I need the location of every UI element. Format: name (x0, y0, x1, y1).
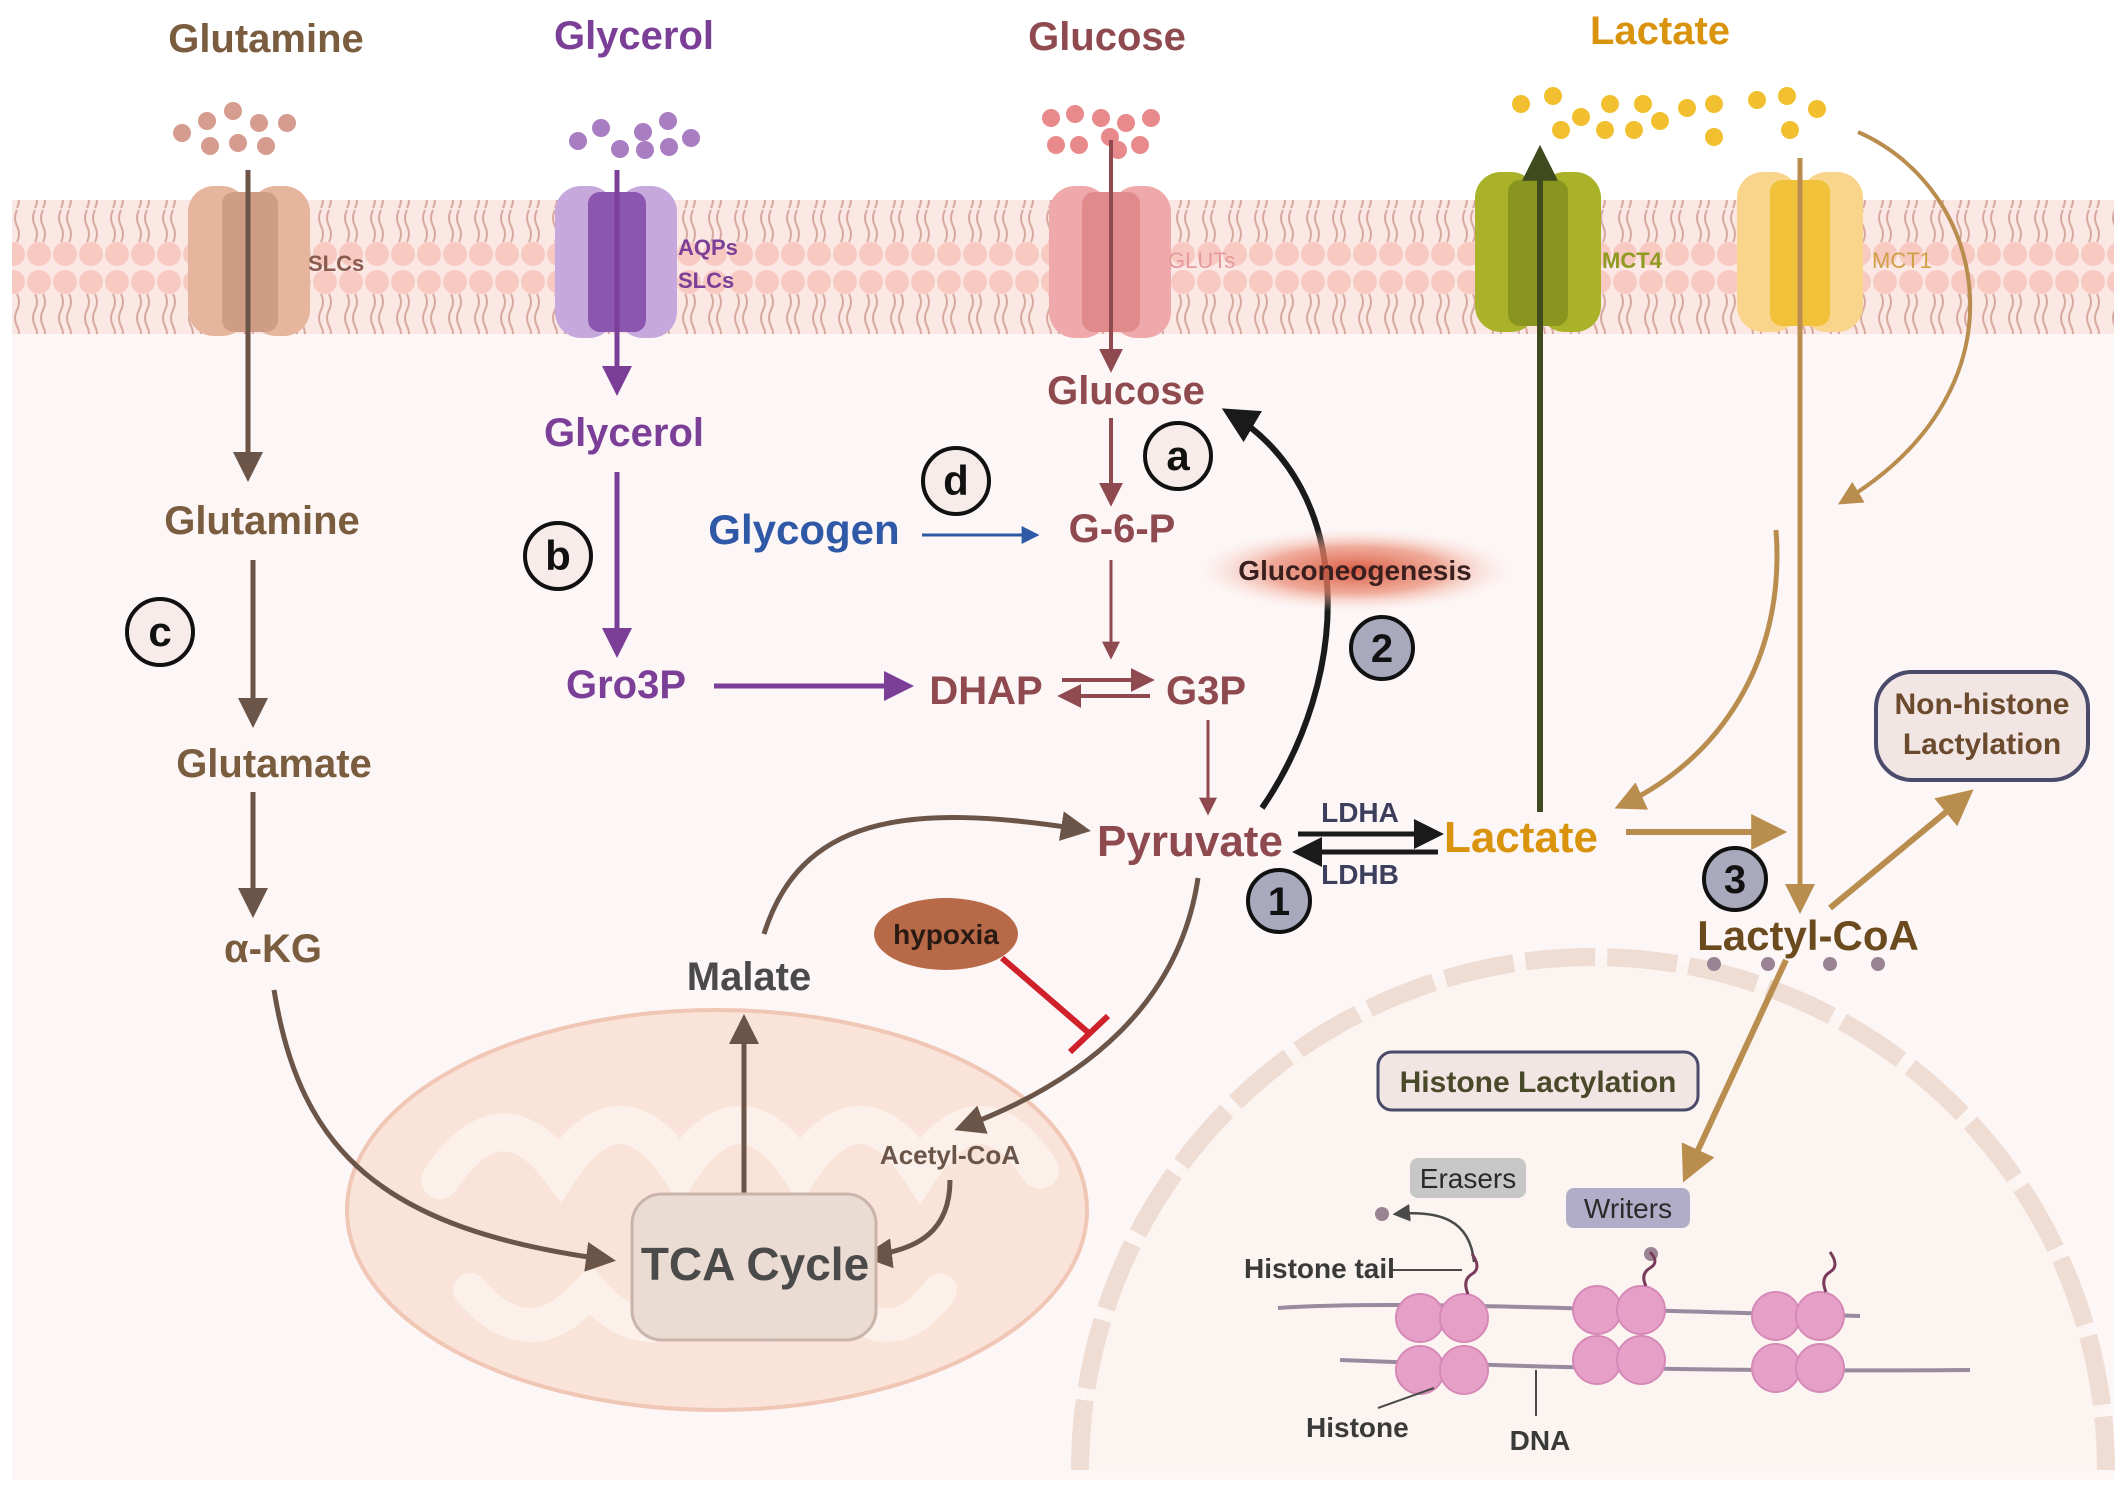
label-pyruvate: Pyruvate (1097, 817, 1283, 866)
hypoxia-inhibition (1000, 955, 1111, 1055)
marker-b: b (523, 521, 593, 591)
hypoxia-badge: hypoxia (874, 898, 1018, 970)
writers-tag: Writers (1566, 1188, 1690, 1228)
top-label-glucose: Glucose (1028, 15, 1186, 59)
mct1-label: MCT1 (1872, 248, 1932, 273)
label-acetyl-coa: Acetyl-CoA (880, 1140, 1020, 1170)
mct4-label: MCT4 (1602, 248, 1663, 273)
label-akg: α-KG (224, 927, 322, 971)
label-non-histone-line2: Lactylation (1903, 728, 2061, 761)
step-2-badge: 2 (1349, 615, 1415, 681)
svg-text:a: a (1166, 432, 1190, 479)
label-ldha: LDHA (1321, 797, 1399, 828)
step-1-badge: 1 (1246, 868, 1312, 934)
svg-text:b: b (545, 532, 571, 579)
arrow-akg-tca (271, 989, 616, 1272)
erasers-tag: Erasers (1410, 1158, 1526, 1198)
glucose-molecules (1042, 105, 1160, 159)
arrow-pyruvate-lactate-equilibrium (1292, 819, 1444, 867)
label-histone-tail: Histone tail (1244, 1253, 1395, 1284)
marker-d: d (921, 446, 991, 516)
tca-cycle-box: TCA Cycle (630, 1192, 878, 1342)
label-g6p: G-6-P (1069, 507, 1176, 551)
svg-text:c: c (148, 608, 171, 655)
aqps-slcs-label: SLCs (678, 268, 734, 293)
aqps-label: AQPs (678, 235, 738, 260)
nucleosome (1751, 1291, 1845, 1393)
histone-tail (1822, 1251, 1837, 1293)
label-ldhb: LDHB (1321, 859, 1399, 890)
slc-transporter (188, 186, 310, 336)
glutamine-molecules (173, 102, 296, 155)
label-dna: DNA (1510, 1425, 1571, 1456)
label-glycogen: Glycogen (708, 506, 899, 553)
arrow-lactate-to-intracellular-lactate (1614, 529, 1780, 810)
mct4-transporter (1475, 172, 1601, 332)
label-dhap: DHAP (929, 669, 1042, 713)
marker-c: c (125, 597, 195, 667)
label-histone: Histone (1306, 1412, 1409, 1443)
glycerol-molecules (569, 112, 700, 159)
label-malate: Malate (687, 955, 812, 999)
top-label-glutamine: Glutamine (168, 17, 364, 61)
svg-text:2: 2 (1371, 627, 1393, 671)
nucleosome (1572, 1285, 1666, 1385)
label-gluconeogenesis: Gluconeogenesis (1238, 555, 1471, 586)
arrow-pyruvate-acetylcoa (954, 877, 1201, 1134)
label-glucose: Glucose (1047, 369, 1205, 413)
histone-tail (1642, 1250, 1657, 1287)
top-label-glycerol: Glycerol (554, 14, 714, 58)
eraser-removal-arrow (1392, 1204, 1476, 1263)
histone-tail (1464, 1253, 1479, 1295)
histone-lactylation-box: Histone Lactylation (1376, 1050, 1700, 1112)
label-histone-lactylation: Histone Lactylation (1400, 1066, 1677, 1099)
gluts-label: GLUTs (1168, 248, 1235, 273)
top-label-lactate: Lactate (1590, 9, 1730, 53)
arrow-dhap-g3p-equilibrium (1057, 668, 1155, 708)
arrow-lactylcoa-nonhistone (1828, 789, 1974, 911)
removed-lactyl-dot (1375, 1207, 1389, 1221)
label-non-histone-line1: Non-histone (1895, 688, 2070, 721)
label-erasers: Erasers (1420, 1163, 1516, 1194)
non-histone-lactylation-box: Non-histone Lactylation (1874, 670, 2090, 782)
lactate-molecules (1512, 87, 1826, 146)
label-glycerol: Glycerol (544, 411, 704, 455)
label-lactate: Lactate (1444, 813, 1598, 862)
label-glutamine: Glutamine (164, 499, 360, 543)
label-g3p: G3P (1166, 669, 1246, 713)
label-glutamate: Glutamate (176, 742, 372, 786)
marker-a: a (1143, 421, 1213, 491)
svg-text:d: d (943, 457, 969, 504)
slc-label: SLCs (308, 251, 364, 276)
label-tca-cycle: TCA Cycle (641, 1238, 869, 1290)
label-writers: Writers (1584, 1193, 1672, 1224)
svg-text:1: 1 (1268, 880, 1290, 924)
step-3-badge: 3 (1702, 846, 1768, 912)
arrow-acetylcoa-tca (862, 1179, 953, 1269)
gluconeogenesis-glow (1195, 528, 1515, 612)
arrow-extracellular-lactate-curve (1837, 130, 1972, 505)
label-hypoxia: hypoxia (893, 919, 999, 950)
label-gro3p: Gro3P (566, 663, 686, 707)
label-lactyl-coa: Lactyl-CoA (1697, 912, 1919, 959)
arrow-malate-pyruvate (761, 811, 1091, 935)
histone-callout (1377, 1387, 1435, 1409)
arrow-lactylcoa-histone (1681, 958, 1789, 1183)
nucleosome (1395, 1293, 1489, 1395)
svg-text:3: 3 (1724, 858, 1746, 902)
lactyl-group-dots (1707, 957, 1885, 971)
